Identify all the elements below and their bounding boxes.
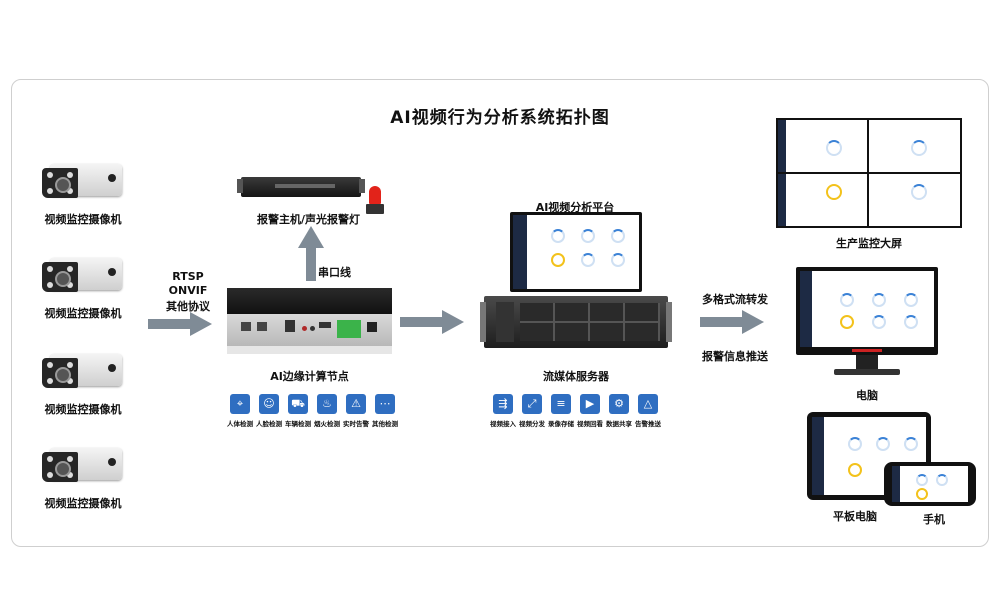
access-icon: ⇶ — [493, 394, 513, 414]
forward-top-label: 多格式流转发 — [702, 293, 768, 306]
share-icon: ⤢ — [522, 394, 542, 414]
camera-icon — [42, 160, 126, 208]
feature-label: 实时告警 — [343, 420, 369, 428]
alarm-host-device — [237, 175, 365, 199]
edge-node-device — [227, 288, 392, 358]
protocol-other: 其他协议 — [166, 300, 210, 313]
camera-label: 视频监控摄像机 — [44, 403, 122, 416]
fire-icon: ♨ — [317, 394, 337, 414]
tablet-label: 平板电脑 — [833, 510, 877, 523]
arrow-edge-to-server — [400, 310, 464, 334]
feature-label: 人体检测 — [227, 420, 253, 428]
platform-monitor — [510, 212, 642, 292]
platform-label: AI视频分析平台 — [535, 201, 615, 214]
more-icon: ⋯ — [375, 394, 395, 414]
pc-stand — [856, 355, 878, 369]
pc-label: 电脑 — [856, 389, 878, 402]
feature-label: 车辆检测 — [285, 420, 311, 428]
arrow-edge-to-alarm — [298, 226, 324, 282]
feature-label: 告警推送 — [635, 420, 661, 428]
protocol-onvif: ONVIF — [168, 284, 208, 297]
feature-label: 录像存储 — [548, 420, 574, 428]
tablet-device — [807, 412, 931, 500]
alarm-label: 报警主机/声光报警灯 — [257, 213, 361, 226]
phone-device — [884, 462, 976, 506]
pc-base — [834, 369, 900, 375]
camera-icon — [42, 350, 126, 398]
storage-icon: ≡ — [551, 394, 571, 414]
arrow-camera-to-edge — [148, 312, 212, 336]
face-icon: ☺ — [259, 394, 279, 414]
camera-label: 视频监控摄像机 — [44, 497, 122, 510]
big-screen-wall — [776, 118, 962, 228]
media-server-device — [480, 296, 672, 348]
feature-label: 其他检测 — [372, 420, 398, 428]
camera-label: 视频监控摄像机 — [44, 307, 122, 320]
big-screen-label: 生产监控大屏 — [836, 237, 902, 250]
feature-label: 人脸检测 — [256, 420, 282, 428]
feature-label: 视频分发 — [519, 420, 545, 428]
platform-screen — [513, 215, 639, 289]
warning-icon: △ — [638, 394, 658, 414]
feature-label: 数据共享 — [606, 420, 632, 428]
data-icon: ⚙ — [609, 394, 629, 414]
forward-bottom-label: 报警信息推送 — [702, 350, 768, 363]
protocol-rtsp: RTSP — [172, 270, 204, 283]
feature-label: 烟火检测 — [314, 420, 340, 428]
alarm-lamp-icon — [366, 186, 384, 216]
camera-icon — [42, 444, 126, 492]
feature-label: 视频接入 — [490, 420, 516, 428]
camera-icon — [42, 254, 126, 302]
alarm-icon: ⚠ — [346, 394, 366, 414]
body-icon: ⌖ — [230, 394, 250, 414]
vehicle-icon: ⛟ — [288, 394, 308, 414]
feature-label: 视频回看 — [577, 420, 603, 428]
playback-icon: ▶ — [580, 394, 600, 414]
arrow-server-to-clients — [700, 310, 764, 334]
pc-monitor — [796, 267, 938, 355]
diagram-title: AI视频行为分析系统拓扑图 — [390, 108, 610, 128]
serial-link-label: 串口线 — [318, 266, 351, 279]
camera-label: 视频监控摄像机 — [44, 213, 122, 226]
media-server-label: 流媒体服务器 — [543, 370, 609, 383]
edge-node-label: AI边缘计算节点 — [270, 370, 349, 383]
phone-label: 手机 — [923, 513, 945, 526]
